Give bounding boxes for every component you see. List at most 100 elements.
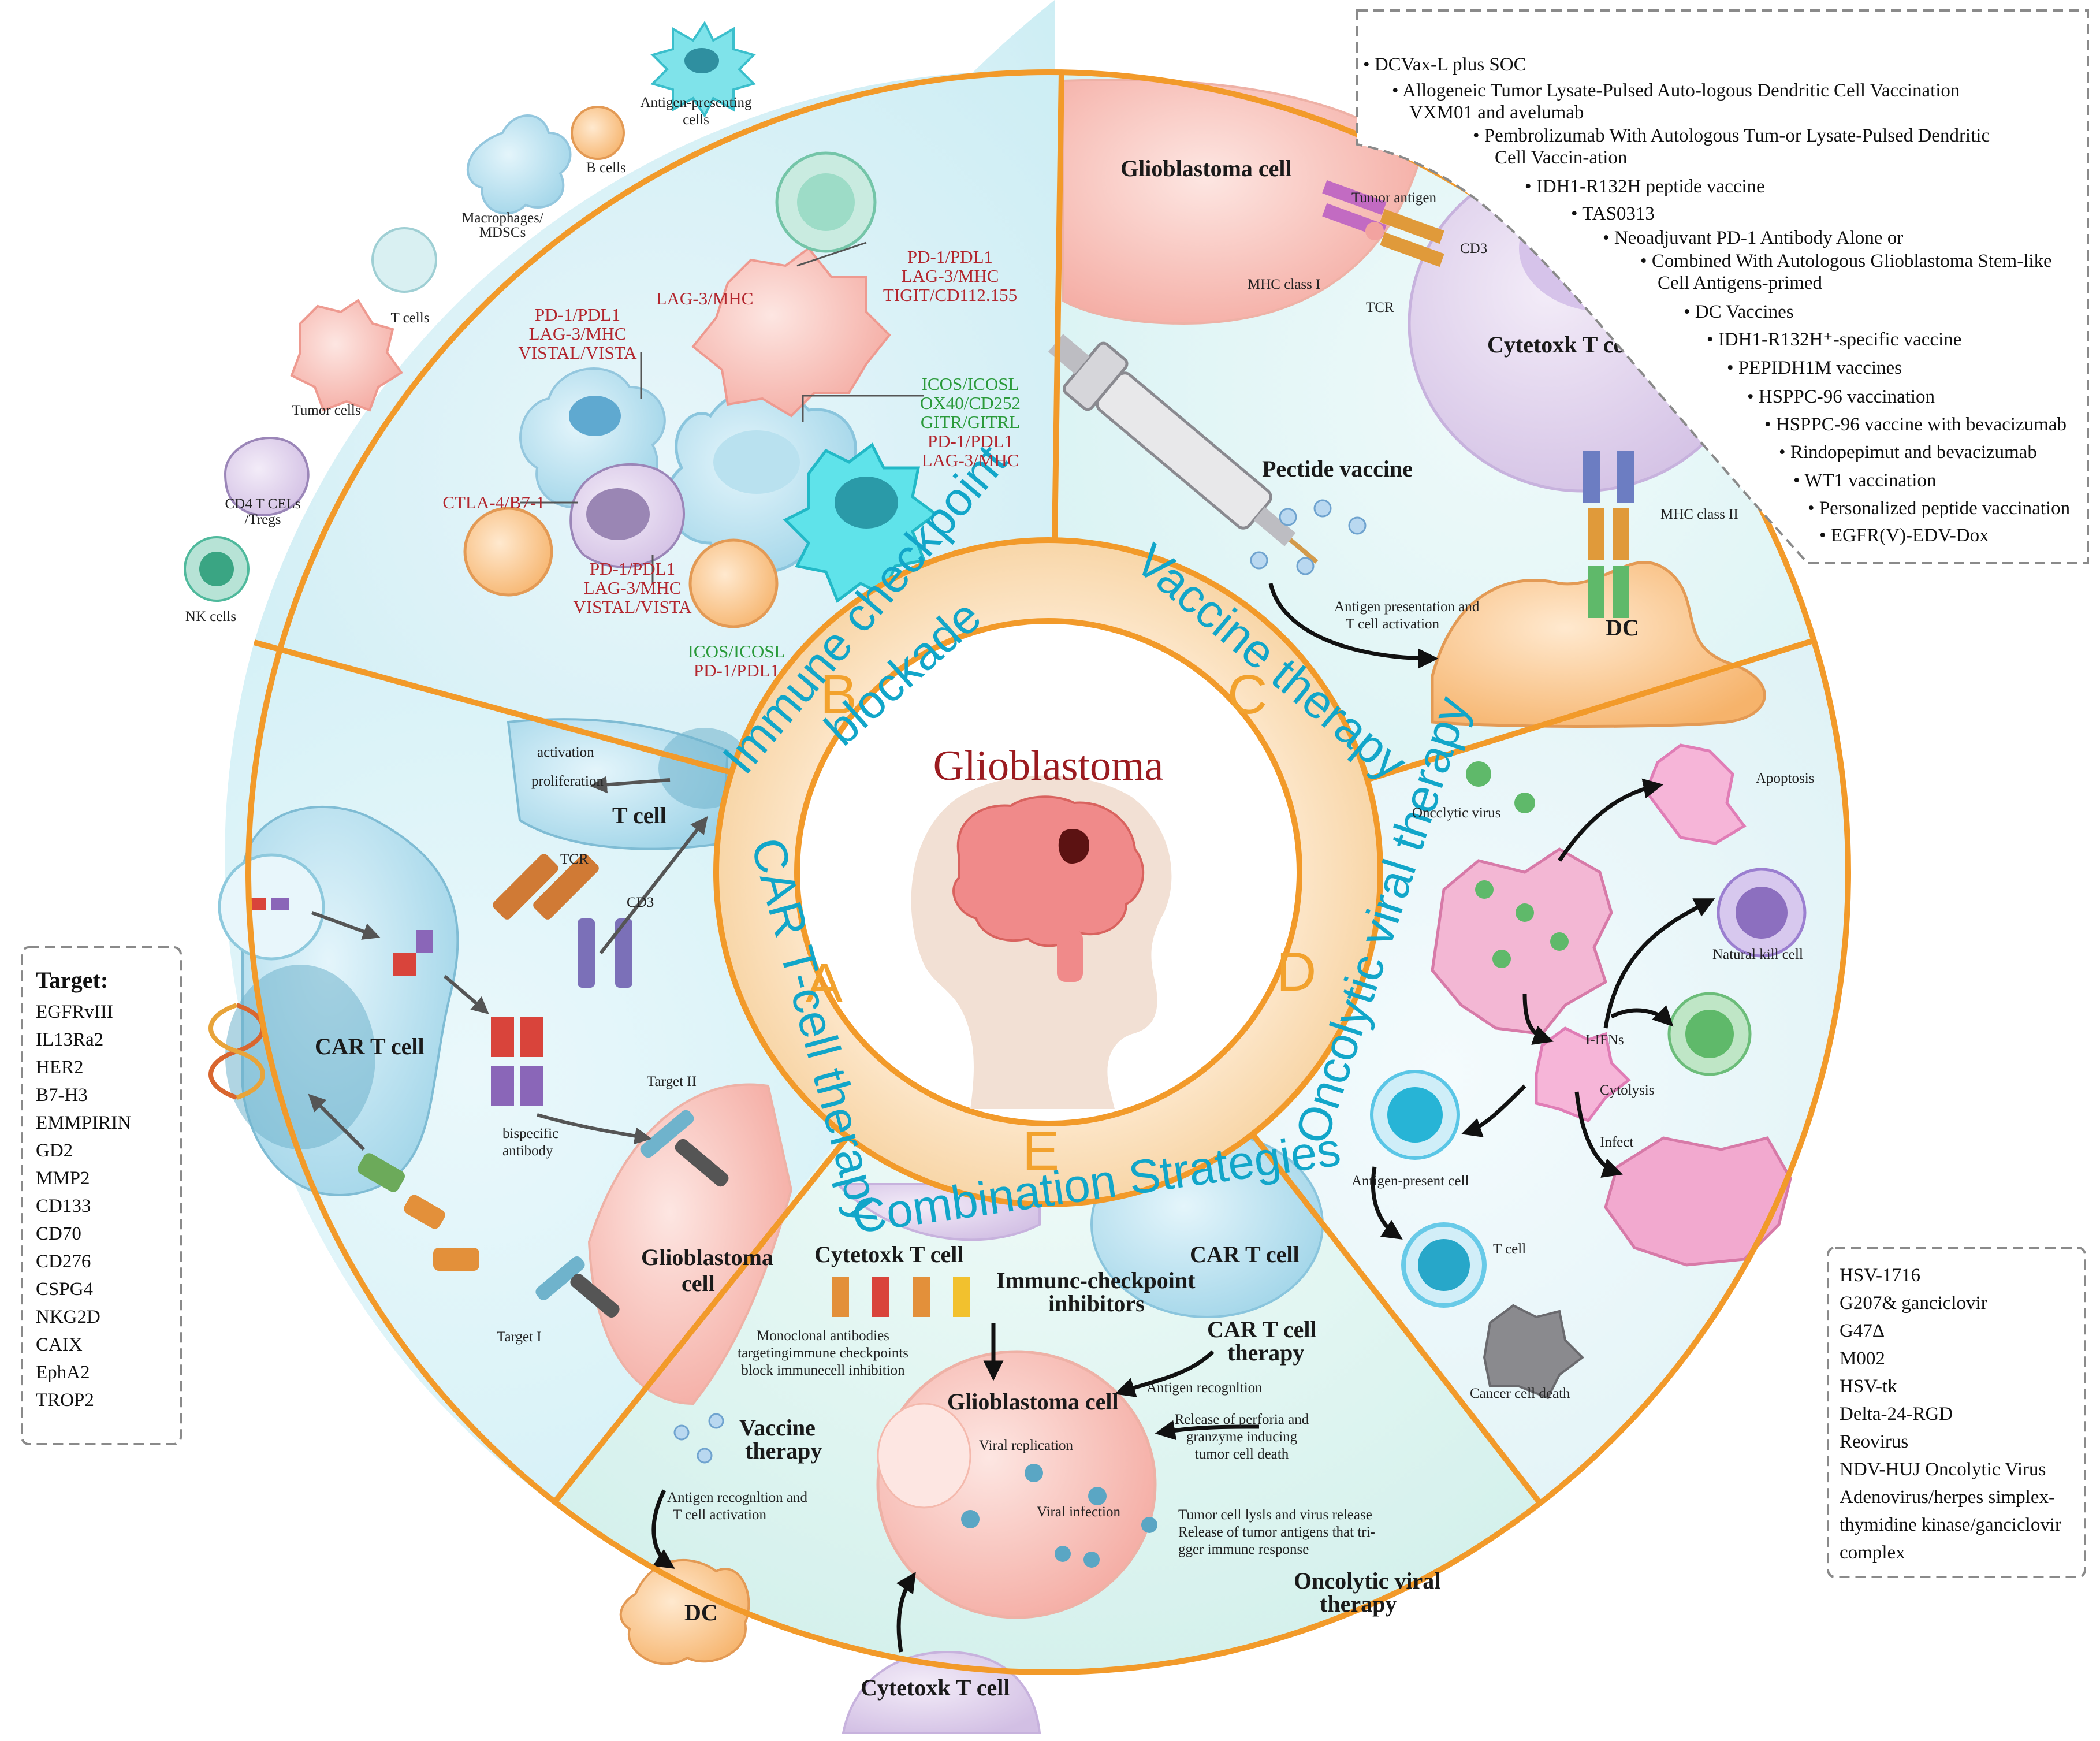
cp-green-right-2: OX40/CD252 [920, 393, 1021, 413]
cp-bottom-green: ICOS/ICOSL [688, 641, 785, 661]
vaccine-item: • Pembrolizumab With Autologous Tum-or L… [1473, 125, 1990, 146]
vac-cd3: CD3 [1460, 241, 1487, 256]
target-item: GD2 [36, 1140, 73, 1161]
vaccine-item: • DC Vaccines [1684, 302, 1794, 322]
car-t-cell-main: CAR T cell [315, 1033, 425, 1059]
vaccine-item: • IDH1-R132H⁺-specific vaccine [1707, 329, 1961, 350]
head-brain-icon [911, 775, 1172, 1109]
cp-top-right-2: LAG-3/MHC [902, 266, 999, 286]
target-item: CD276 [36, 1251, 91, 1272]
vaccine-item: VXM01 and avelumab [1409, 102, 1584, 123]
label-cd4-1: CD4 T CELs [225, 496, 300, 512]
combo-car-therapy-2: therapy [1227, 1340, 1304, 1366]
onc-t-cell: T cell [1493, 1241, 1526, 1257]
center-title: Glioblastoma [933, 742, 1164, 790]
vaccine-item: • HSPPC-96 vaccination [1747, 386, 1935, 407]
virus-item: HSV-tk [1840, 1376, 1897, 1397]
vaccine-item: • EGFR(V)-EDV-Dox [1819, 525, 1989, 546]
green-t-nucleus [797, 173, 855, 231]
virus-item: complex [1840, 1542, 1905, 1563]
onc-arrow-6 [1574, 1091, 1623, 1178]
vaccine-item: Cell Vaccin-ation [1495, 147, 1627, 168]
syringe-icon [1048, 334, 1319, 564]
combo-vaccine-2: therapy [745, 1438, 822, 1464]
vac-mhc1: MHC class I [1248, 277, 1320, 292]
vaccine-item: • Neoadjuvant PD-1 Antibody Alone or [1603, 228, 1903, 248]
virus-2 [1516, 903, 1534, 922]
combo-vaccine-dot-2 [708, 1413, 724, 1429]
combo-mab-1: Monoclonal antibodies [757, 1328, 889, 1344]
peptide-dot-2 [1313, 499, 1332, 518]
legend-apc-nucleus [684, 48, 719, 73]
target-item: B7-H3 [36, 1085, 88, 1106]
oncolytic-illustration [1370, 743, 1807, 1400]
combo-dc: DC [684, 1599, 718, 1625]
receptor-2 [533, 854, 599, 920]
tcr-receptor-1 [1322, 180, 1387, 215]
virus-item: G207& ganciclovir [1840, 1293, 1987, 1314]
vaccine-dc-cell [1431, 560, 1766, 728]
tcr-receptor-4 [1380, 232, 1444, 267]
car-cd3: CD3 [627, 895, 654, 910]
onc-ifns: I-IFNs [1585, 1032, 1624, 1048]
combo-oncolytic-2: therapy [1320, 1591, 1397, 1617]
section-letter-a: A [806, 953, 843, 1014]
combo-arrow-5 [896, 1572, 916, 1653]
virus-item: thymidine kinase/ganciclovir [1840, 1515, 2061, 1535]
macrophage-left-nucleus [569, 396, 621, 436]
nk-cell-d-nucleus [1736, 887, 1788, 939]
legend-t-cell [371, 227, 437, 293]
onc-arrow-4 [1522, 993, 1554, 1045]
target-item: CAIX [36, 1334, 83, 1355]
peptide-dot-1 [1279, 508, 1297, 526]
dead-cell [1483, 1304, 1585, 1400]
virus-item: HSV-1716 [1840, 1265, 1920, 1286]
combo-lysis-3: gger immune response [1178, 1542, 1309, 1557]
checkpoint-line-2 [796, 241, 867, 267]
peptide-dot-5 [1296, 557, 1315, 575]
cp-green-right-3: GITR/GITRL [921, 412, 1020, 432]
vaccine-item: • Combined With Autologous Glioblastoma … [1640, 251, 2052, 271]
cp-lag3: LAG-3/MHC [656, 288, 754, 308]
target-ii-marker [640, 1110, 694, 1158]
combo-mab-3 [913, 1277, 930, 1317]
tumor-mass [1431, 847, 1613, 1036]
virus-item: Adenovirus/herpes simplex- [1840, 1487, 2055, 1508]
cp-red-right-1: PD-1/PDL1 [928, 431, 1013, 451]
label-macrophages-1: Macrophages/ [461, 210, 543, 226]
label-apc-1: Antigen-presenting [640, 95, 752, 110]
checkpoint-line-3 [802, 395, 924, 422]
vac-tumor-antigen: Tumor antigen [1351, 190, 1436, 206]
virus-item: NDV-HUJ Oncolytic Virus [1840, 1459, 2046, 1480]
cp-top-left-1: PD-1/PDL1 [535, 304, 620, 325]
combo-vaccine-1: Vaccine [739, 1415, 816, 1441]
combo-lysis-1: Tumor cell lysls and virus release [1178, 1507, 1372, 1523]
legend-cd4 [224, 437, 310, 516]
combo-arrow-2 [1115, 1350, 1215, 1397]
combo-lysis-2: Release of tumor antigens that tri- [1178, 1524, 1375, 1540]
car-t-cell-label: T cell [612, 802, 667, 828]
cp-ctla4: CTLA-4/B7-1 [442, 492, 545, 512]
car-arrow-2 [444, 974, 489, 1014]
combo-mab-1 [832, 1277, 849, 1317]
car-arrow-1 [311, 911, 381, 940]
onc-arrow-7 [1371, 1166, 1403, 1240]
vaccine-item: • DCVax-L plus SOC [1363, 54, 1526, 75]
tumor-antigen-dot [1365, 222, 1384, 240]
checkpoint-illustration [184, 21, 939, 628]
combo-virus-1 [1025, 1464, 1043, 1482]
receptor-3 [578, 918, 595, 988]
cp-top-left-3: VISTAL/VISTA [518, 343, 637, 363]
target-item: EphA2 [36, 1362, 90, 1383]
bispecific-purple-2 [520, 1066, 543, 1106]
combo-vaccine-dot-1 [673, 1424, 690, 1441]
orange-cell-left [463, 507, 553, 597]
mhc2-receptor-1 [1583, 451, 1600, 503]
combo-virus-5 [1083, 1552, 1100, 1568]
combo-mab-2 [872, 1277, 889, 1317]
combo-dc [619, 1558, 750, 1665]
combo-mab-3: block immunecell inhibition [741, 1363, 905, 1378]
target-item: MMP2 [36, 1168, 90, 1189]
car-arrow-4 [599, 816, 708, 954]
